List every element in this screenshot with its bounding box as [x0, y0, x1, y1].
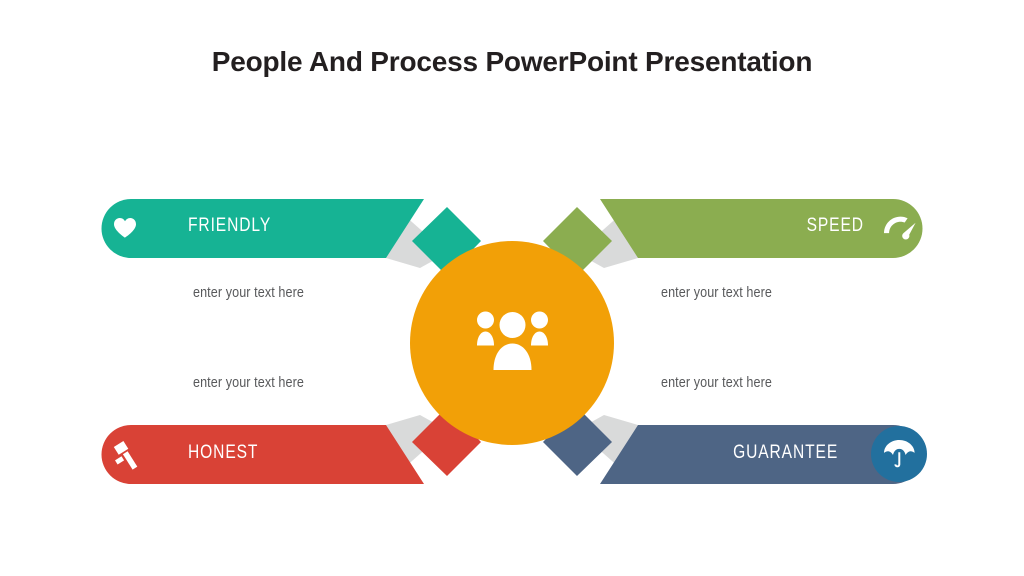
- banner-label-friendly: FRIENDLY: [188, 215, 272, 236]
- banner-label-guarantee: GUARANTEE: [732, 442, 838, 463]
- page-title: People And Process PowerPoint Presentati…: [211, 46, 813, 77]
- people-group-icon: [477, 311, 548, 370]
- caption-speed[interactable]: enter your text here: [661, 284, 772, 301]
- banner-speed-body: [600, 199, 923, 258]
- caption-guarantee[interactable]: enter your text here: [661, 374, 772, 391]
- caption-honest[interactable]: enter your text here: [193, 374, 304, 391]
- banner-label-honest: HONEST: [188, 442, 259, 463]
- banner-honest[interactable]: [101, 407, 482, 484]
- banner-friendly[interactable]: [101, 199, 482, 276]
- banner-guarantee[interactable]: [543, 407, 927, 484]
- heart-icon: [114, 218, 136, 238]
- banner-label-speed: SPEED: [806, 215, 864, 236]
- banner-honest-body: [101, 425, 425, 484]
- center-hub[interactable]: [410, 241, 614, 445]
- banner-friendly-body: [101, 199, 425, 258]
- gavel-icon: [113, 441, 138, 470]
- umbrella-icon: [884, 440, 915, 468]
- center-circle: [410, 241, 614, 445]
- gauge-icon: [884, 216, 916, 240]
- caption-friendly[interactable]: enter your text here: [193, 284, 304, 301]
- banner-speed[interactable]: [543, 199, 923, 276]
- banner-guarantee-body: [600, 425, 923, 484]
